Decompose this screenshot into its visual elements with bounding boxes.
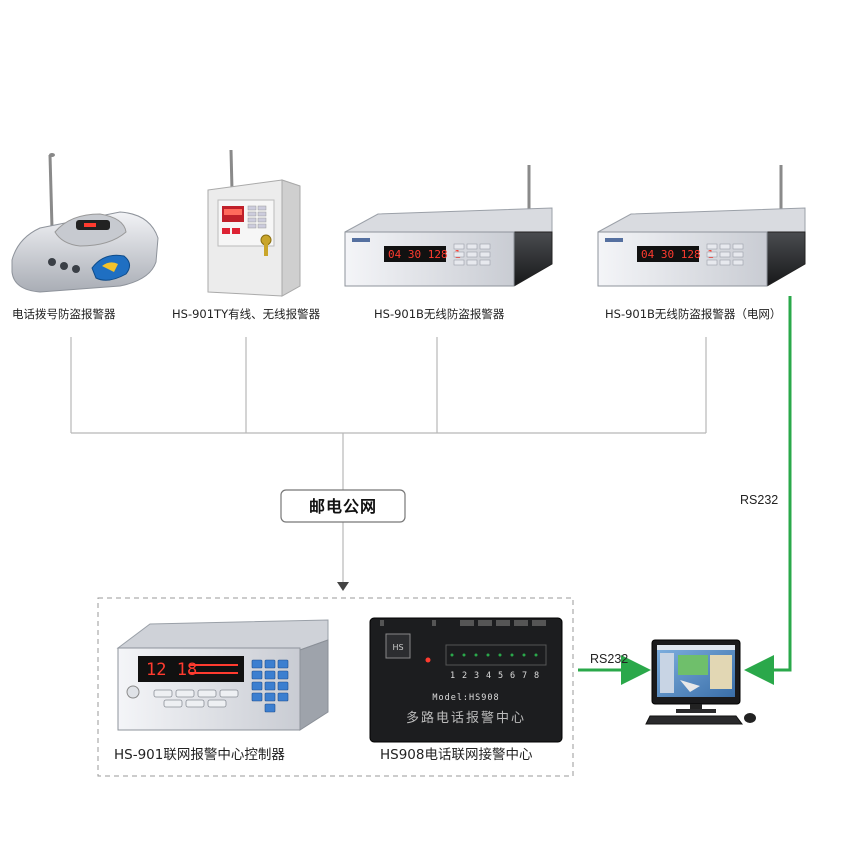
hs901-controller-label: HS-901联网报警中心控制器 [114, 747, 285, 763]
phone-dialer-alarm-device [11, 153, 159, 293]
rs232-horizontal-label: RS232 [590, 652, 628, 666]
hs908-line-number: 6 [510, 671, 516, 681]
hs908-line-number: 4 [486, 671, 492, 681]
hs908-line-numbers: 1 2 3 4 5 6 7 8 [450, 671, 540, 681]
hs908-line-number: 3 [474, 671, 480, 681]
hs901b-grid-display: 04 30 128 1 [641, 248, 714, 261]
rs232-vertical-label: RS232 [740, 493, 778, 507]
hs901ty-label: HS-901TY有线、无线报警器 [172, 307, 321, 321]
svg-text:HS: HS [392, 643, 403, 652]
hs901b-display: 04 30 128 1 [388, 248, 461, 261]
network-label: 邮电公网 [309, 497, 377, 516]
hs908-line-number: 2 [462, 671, 468, 681]
hs901ty-wall-panel-device [207, 149, 301, 297]
hs908-model: Model:HS908 [432, 693, 499, 703]
hs908-line-number: 1 [450, 671, 456, 681]
hs901b-label: HS-901B无线防盗报警器 [374, 307, 505, 321]
hs908-line-number: 5 [498, 671, 504, 681]
hs908-label: HS908电话联网接警中心 [380, 746, 533, 763]
computer-workstation-icon [645, 639, 756, 725]
hs908-line-number: 8 [534, 671, 540, 681]
public-telecom-network-node: 邮电公网 [280, 489, 406, 523]
hs908-panel-title: 多路电话报警中心 [406, 710, 526, 726]
network-tree-lines [70, 337, 707, 583]
hs908-center-device: HS 1 2 3 4 5 6 7 8 Model:HS908 多路电话报警中心 [369, 617, 563, 743]
hs908-line-number: 7 [522, 671, 528, 681]
alarm-center-group [97, 597, 574, 777]
hs901-controller-display: 12 18 [146, 660, 197, 680]
down-arrow-icon [337, 582, 349, 591]
rs232-vertical-link [744, 296, 792, 685]
hs901b-grid-label: HS-901B无线防盗报警器（电网） [605, 307, 781, 321]
dialer-label: 电话拨号防盗报警器 [12, 307, 116, 321]
hs901-controller-device: 12 18 [116, 619, 329, 731]
hs901b-wireless-device: 04 30 128 1 [344, 165, 553, 287]
hs901b-grid-device: 04 30 128 1 [597, 165, 806, 287]
